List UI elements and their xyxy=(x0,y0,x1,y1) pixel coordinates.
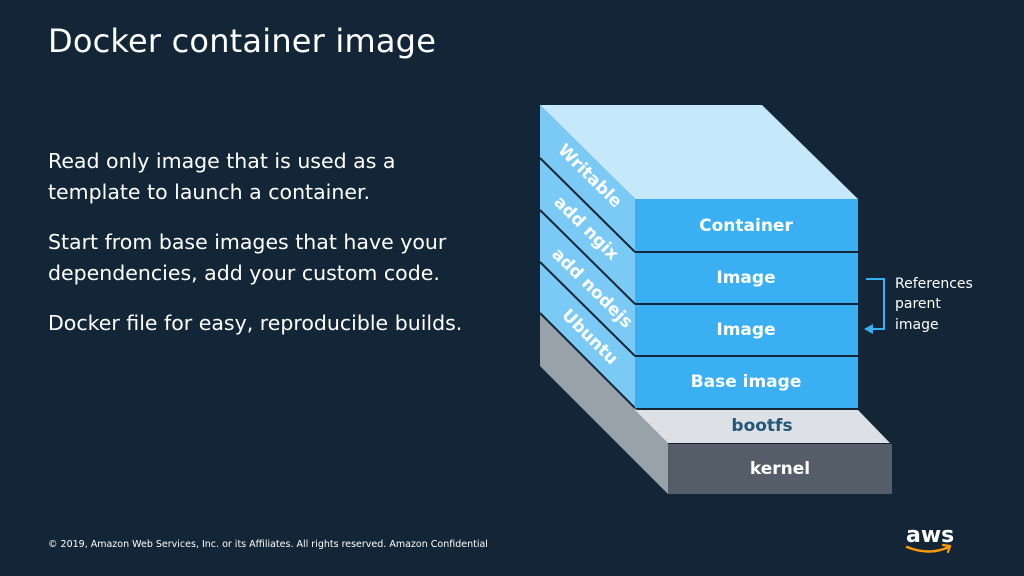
annotation-line: parent xyxy=(895,296,941,312)
bullet-list: Read only image that is used as a templa… xyxy=(48,146,468,358)
slide-title: Docker container image xyxy=(48,22,437,60)
side-divider xyxy=(539,261,636,357)
bullet-item: Docker file for easy, reproducible build… xyxy=(48,311,463,335)
layer-label-base-image: Base image xyxy=(691,372,802,392)
layer-base-image xyxy=(635,357,858,408)
aws-logo: aws xyxy=(905,523,954,554)
aws-smile-arrow-icon xyxy=(941,543,952,554)
layer-image-2 xyxy=(635,305,858,355)
kernel-layer xyxy=(668,444,892,494)
aws-logo-text: aws xyxy=(906,523,954,548)
reference-arrow xyxy=(866,278,885,330)
stack-top-face xyxy=(540,105,858,199)
layer-label-container: Container xyxy=(699,216,793,236)
bootfs-label: bootfs xyxy=(731,416,792,436)
layer-image-1 xyxy=(635,253,858,303)
kernel-side-face xyxy=(540,313,668,494)
side-face-add-nodejs xyxy=(540,210,635,356)
layer-label-image: Image xyxy=(716,268,775,288)
side-face-writable xyxy=(540,105,635,252)
kernel-label: kernel xyxy=(750,459,810,479)
side-face-ubuntu xyxy=(540,262,635,408)
side-divider xyxy=(539,209,636,305)
bullet-item: Start from base images that have your de… xyxy=(48,230,447,285)
bullet-item: Read only image that is used as a templa… xyxy=(48,149,396,204)
side-divider xyxy=(539,157,636,253)
side-face-add-ngix xyxy=(540,158,635,304)
annotation-line: image xyxy=(895,317,939,333)
bootfs-layer xyxy=(635,410,890,443)
layer-label-image: Image xyxy=(716,320,775,340)
side-divider xyxy=(539,312,636,409)
aws-smile-icon xyxy=(905,545,951,553)
annotation-line: References xyxy=(895,276,973,292)
footer-copyright: © 2019, Amazon Web Services, Inc. or its… xyxy=(48,539,488,550)
layer-container xyxy=(635,199,858,251)
reference-arrowhead xyxy=(864,324,873,334)
